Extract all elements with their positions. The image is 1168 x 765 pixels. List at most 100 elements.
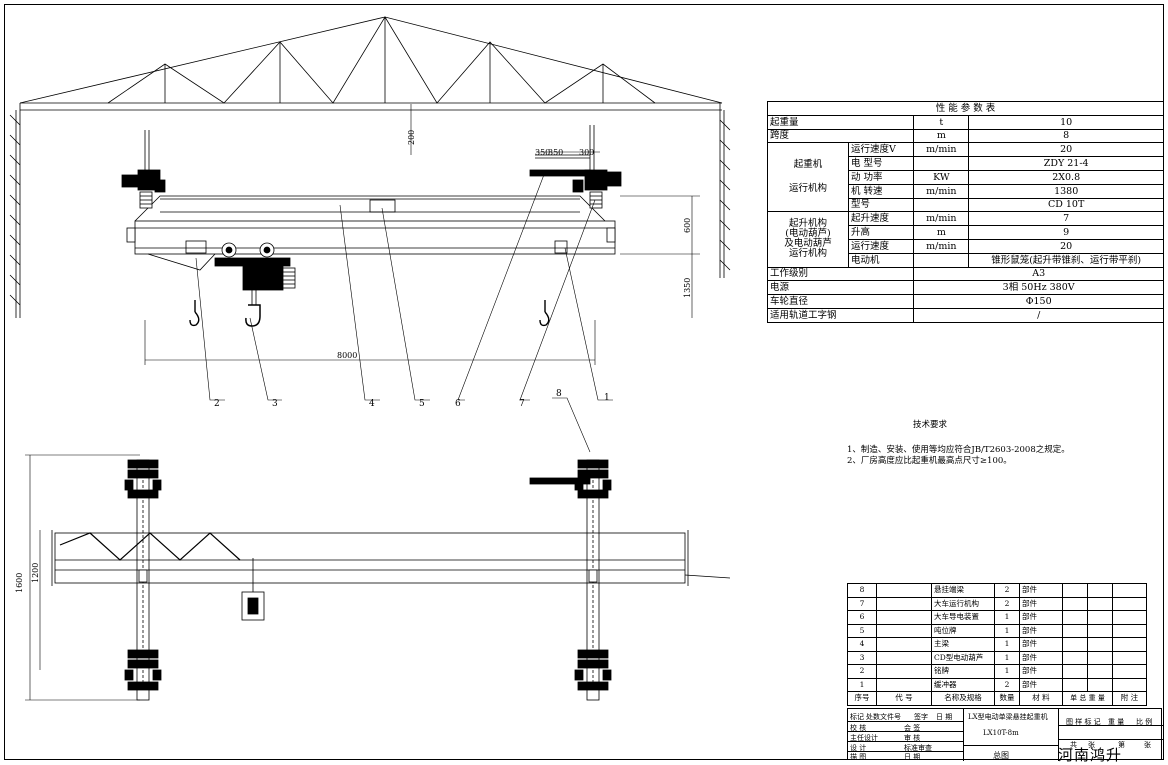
row-unit: m [913,128,970,144]
part-qty: 2 [994,596,1020,611]
header-name: 名称及规格 [931,691,995,706]
row-value: 20 [968,238,1164,254]
row-label: 动 功率 [847,169,915,185]
tb-sheet: 共 [1070,741,1077,749]
callout-3: 3 [272,399,278,409]
part-material: 部件 [1019,677,1063,692]
part-material: 部件 [1019,610,1063,625]
row-label: 型号 [847,197,915,213]
row-label-text: 转速 [863,185,883,197]
part-qty: 2 [994,583,1020,598]
tb-sheet-name: 总图 [993,751,1009,760]
parts-list: 8 悬挂端梁 2 部件 7 大车运行机构 2 部件 6 大车导电装置 1 部件 … [847,583,1147,706]
callout-1: 1 [604,393,610,403]
part-material: 部件 [1019,664,1063,679]
row-value: ZDY 21-4 [968,156,1164,171]
row-value: 10 [968,114,1164,130]
part-no: 1 [847,677,877,692]
dim-1350: 1350 [683,278,692,298]
tb-review: 审 核 [904,734,921,742]
row-unit: m/min [913,183,970,199]
end-carriage-left [121,169,166,243]
part-material: 部件 [1019,623,1063,638]
header-qty: 数量 [994,691,1020,706]
tb-file: 文件号 [880,713,901,721]
part-qty: 1 [994,664,1020,679]
group-label: 起重机 [793,159,823,171]
part-name: CD型电动葫芦 [931,650,995,665]
tech-item: 1、制造、安装、使用等均应符合JB/T2603-2008之规定。 [847,445,1070,455]
callout-2: 2 [214,399,220,409]
row-value: 7 [968,211,1164,227]
row-value: 锥形鼠笼(起升带锥刹、运行带平刹) [968,252,1164,268]
row-unit: t [913,114,970,130]
group-label: 运行机构 [788,183,827,195]
row-unit [913,197,970,213]
tb-page-of: 张 [1144,741,1151,749]
tb-sheet-of: 张 [1088,741,1095,749]
row-label-text: 功率 [863,171,883,183]
callout-8: 8 [556,389,562,399]
tb-product-name: LX型电动单梁悬挂起重机 [968,713,1048,721]
hoist-group-cell: 起升机构 (电动葫芦) 及电动葫芦 运行机构 [767,211,849,268]
callout-7: 7 [519,399,525,409]
group-label: (电动葫芦) [785,228,831,240]
part-qty: 2 [994,677,1020,692]
group-label: 及电动葫芦 [784,238,832,250]
motor-char: 电 [851,158,861,170]
tb-date: 日 期 [936,713,953,721]
row-value: Φ150 [913,294,1164,309]
dim-350b: 350 [548,148,563,157]
travel-group-cell: 起重机 运行机构 [767,142,849,213]
row-label: 起重量 [766,114,915,130]
plan-wheels [124,459,612,691]
row-unit: m [913,225,970,240]
tb-drawing-no: LX10T-8m [983,729,1019,737]
part-name: 悬挂端梁 [931,583,995,598]
building-roof-truss [9,16,731,318]
part-qty: 1 [994,637,1020,652]
row-label: 升高 [847,225,915,240]
tb-stage: 图 样 标 记 [1066,718,1101,726]
callout-leaders [195,171,613,453]
tech-title: 技术要求 [913,420,948,430]
row-value: 20 [968,142,1164,158]
row-value: CD 10T [968,197,1164,213]
row-label-text: 型号 [863,158,883,170]
tb-marks: 标记 [850,713,864,721]
row-unit [913,156,970,171]
part-material: 部件 [1019,596,1063,611]
dim-600: 600 [683,218,692,233]
company-name: 河南鸿升 [1058,746,1123,764]
main-girder-elevation [134,195,616,271]
row-label: 电源 [766,280,915,296]
row-unit: m/min [913,142,970,158]
motor-char: 动 [851,171,861,183]
row-label: 电动机 [847,252,915,268]
part-no: 7 [847,596,877,611]
performance-table-title: 性 能 参 数 表 [767,101,1164,116]
part-material: 部件 [1019,650,1063,665]
dim-span: 8000 [337,351,357,360]
part-no: 6 [847,610,877,625]
group-label: 运行机构 [788,248,827,260]
hook-right [539,300,550,327]
tb-approve: 日 期 [904,753,921,761]
dimension-lines [25,104,700,701]
tb-weight: 重 量 [1108,718,1125,726]
header-no: 序号 [847,691,877,706]
part-name: 铭牌 [931,664,995,679]
row-value: 3相 50Hz 380V [913,280,1164,296]
part-name: 大车运行机构 [931,596,995,611]
performance-table: 性 能 参 数 表 起重量 t 10 跨度 m 8 起重机 运行机构 运行速度V… [766,101,1164,323]
row-label: 机 转速 [847,183,915,199]
tb-checker: 校 核 [850,724,867,732]
part-name: 大车导电装置 [931,610,995,625]
tb-std: 标准审查 [904,744,932,752]
dim-1200: 1200 [31,563,40,583]
tb-joint: 会 签 [904,724,921,732]
part-no: 8 [847,583,877,598]
row-value: / [913,307,1164,323]
part-material: 部件 [1019,583,1063,598]
tb-design: 设 计 [850,744,867,752]
